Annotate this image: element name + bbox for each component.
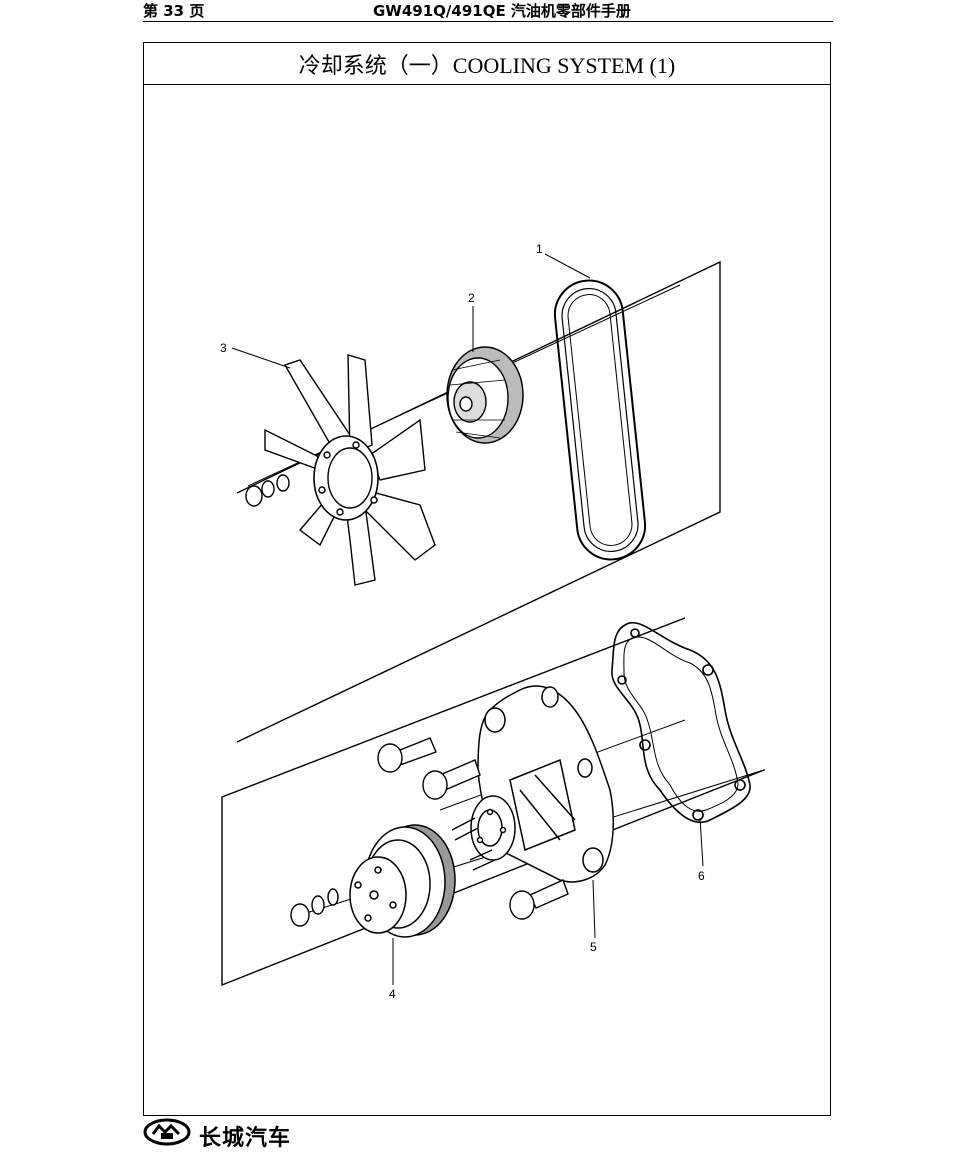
section-title-bar: 冷却系统（一）COOLING SYSTEM (1) <box>144 43 830 85</box>
callout-6: 6 <box>698 869 705 883</box>
v-belt <box>553 279 647 561</box>
manual-title: GW491Q/491QE 汽油机零部件手册 <box>373 2 631 20</box>
callout-leaders <box>231 253 704 985</box>
callout-3: 3 <box>220 341 227 355</box>
great-wall-logo-icon <box>143 1118 191 1146</box>
drawing-frame: 冷却系统（一）COOLING SYSTEM (1) <box>143 42 831 1116</box>
callout-1: 1 <box>536 242 543 256</box>
cooling-fan <box>264 354 436 586</box>
fan-mounting-nuts <box>245 474 290 507</box>
page-number: 第 33 页 <box>143 2 205 20</box>
callout-2: 2 <box>468 291 475 305</box>
page-header: 第 33 页 GW491Q/491QE 汽油机零部件手册 <box>143 0 833 20</box>
pump-bolts <box>377 737 569 920</box>
water-pump-pulley <box>349 824 456 938</box>
callout-5: 5 <box>590 940 597 954</box>
brand-name: 长城汽车 <box>199 1126 292 1151</box>
section-title: 冷却系统（一）COOLING SYSTEM (1) <box>298 52 676 78</box>
water-pump <box>470 685 615 883</box>
upper-assembly-plane <box>236 260 721 743</box>
page-footer: 长城汽车 <box>143 1118 443 1151</box>
pulley-nuts <box>290 888 339 927</box>
callout-4: 4 <box>389 987 396 1001</box>
fan-clutch <box>446 346 524 444</box>
header-rule <box>143 21 833 22</box>
water-pump-gasket <box>611 622 751 823</box>
